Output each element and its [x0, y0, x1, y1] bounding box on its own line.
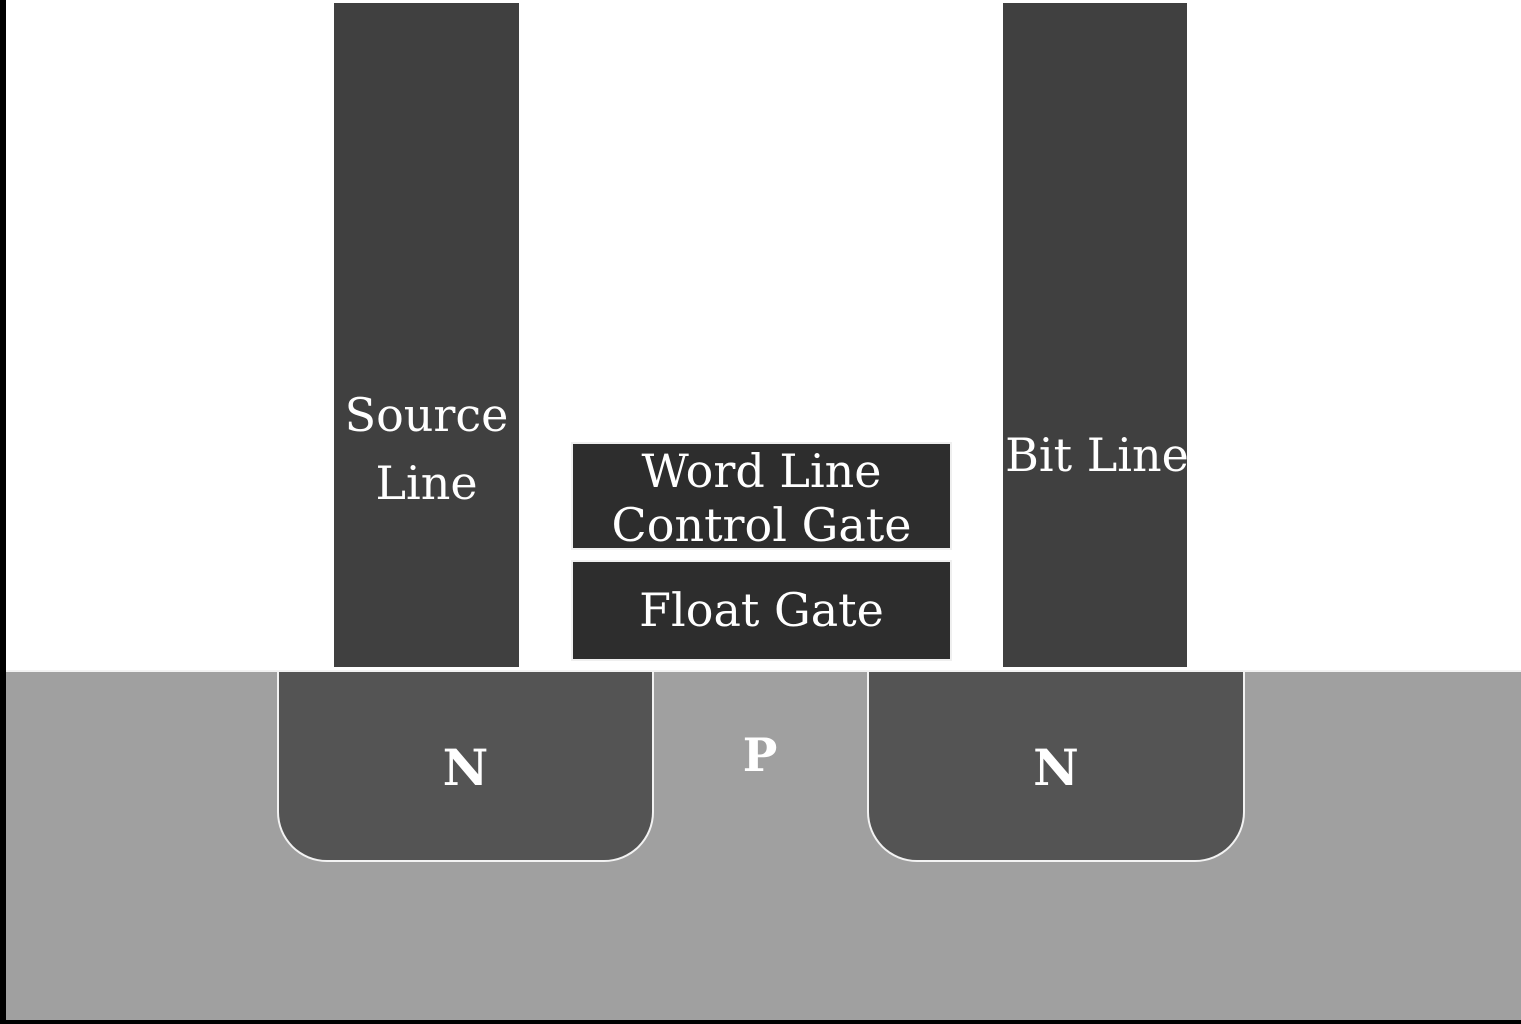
n-well-drain: N: [867, 672, 1245, 862]
p-substrate: [6, 670, 1521, 1020]
bottom-frame-border: [0, 1020, 1521, 1024]
control-gate-label: Control Gate: [611, 498, 912, 552]
float-gate-label: Float Gate: [639, 583, 884, 637]
control-gate-block: Word Line Control Gate: [571, 442, 952, 552]
bit-line-bar: Bit Line: [1003, 3, 1189, 667]
left-frame-border: [0, 0, 6, 1024]
n-well-source-label: N: [442, 737, 489, 797]
source-line-label: Source Line: [344, 388, 509, 510]
bit-line-label: Bit Line: [1005, 428, 1189, 482]
word-line-label: Word Line: [641, 444, 882, 498]
n-well-source: N: [277, 672, 654, 862]
float-gate-block: Float Gate: [571, 560, 952, 661]
n-well-drain-label: N: [1033, 737, 1079, 797]
p-substrate-label: P: [742, 728, 778, 782]
source-line-bar: Source Line: [334, 3, 519, 667]
